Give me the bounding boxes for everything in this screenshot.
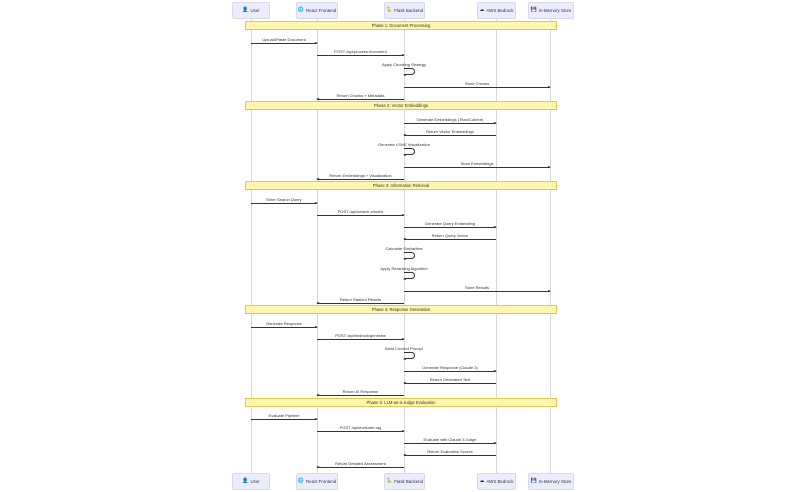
message-label: Return Detailed Assessment: [335, 461, 386, 466]
message-arrow: [404, 442, 497, 444]
phase-note: Phase 3: Information Retrieval: [245, 181, 557, 190]
participant-user-top: 👤User: [232, 2, 270, 19]
message-label: Build Context Prompt: [385, 346, 423, 351]
message-arrow: [404, 226, 497, 228]
message-label: Store Results: [464, 285, 490, 290]
message-arrow: [403, 382, 496, 384]
participant-label: In-Memory Store: [538, 479, 572, 484]
self-message-arrow: [403, 148, 415, 156]
participant-backend-top: 🐍Flask Backend: [384, 2, 425, 19]
message-label: POST /api/evaluate-rag: [339, 425, 382, 430]
message-arrow: [251, 202, 318, 204]
participant-label: Flask Backend: [394, 8, 424, 13]
message-label: Store Embeddings: [460, 161, 494, 166]
message-arrow: [404, 166, 551, 168]
phase-note: Phase 4: Response Generation: [245, 305, 557, 314]
python-icon: 🐍: [385, 478, 393, 484]
participant-store-bottom: 💾In-Memory Store: [528, 473, 574, 490]
cloud-icon: ☁: [479, 478, 485, 484]
message-label: Generate Response (Claude 3): [422, 365, 478, 370]
participant-label: AWS Bedrock: [486, 8, 514, 13]
participant-bedrock-top: ☁AWS Bedrock: [477, 2, 516, 19]
message-arrow: [316, 178, 404, 180]
globe-icon: 🌐: [297, 478, 304, 484]
participant-label: Flask Backend: [394, 479, 424, 484]
message-arrow: [317, 338, 405, 340]
participant-label: In-Memory Store: [538, 8, 572, 13]
message-label: Calculate Similarities: [385, 246, 423, 251]
message-label: POST /api/process-document: [334, 49, 387, 54]
self-message-arrow: [403, 352, 415, 360]
message-label: Apply Chunking Strategy: [381, 62, 427, 67]
message-label: Return Evaluation Scores: [427, 449, 473, 454]
floppy-disk-icon: 💾: [530, 478, 537, 484]
message-label: POST /api/bedrock/generate: [335, 333, 386, 338]
self-message-arrow: [403, 68, 415, 76]
lifeline-frontend: [317, 19, 318, 474]
message-label: Return Query Vector: [431, 233, 469, 238]
message-label: Evaluate with Claude 3 Judge: [423, 437, 477, 442]
participant-store-top: 💾In-Memory Store: [528, 2, 574, 19]
message-label: Return Chunks + Metadata: [336, 93, 385, 98]
message-label: Generate Response: [266, 321, 302, 326]
participant-backend-bottom: 🐍Flask Backend: [384, 473, 425, 490]
participant-label: User: [250, 479, 260, 484]
phase-note: Phase 2: Vector Embeddings: [245, 101, 557, 110]
participant-label: User: [250, 8, 260, 13]
phase-note: Phase 5: LLM-as-a-Judge Evaluation: [245, 398, 557, 407]
message-arrow: [403, 238, 496, 240]
message-arrow: [403, 134, 496, 136]
lifeline-store: [550, 19, 551, 474]
message-label: Upload/Paste Document: [262, 37, 306, 42]
message-arrow: [403, 454, 496, 456]
message-arrow: [317, 214, 405, 216]
lifeline-bedrock: [496, 19, 497, 474]
participant-user-bottom: 👤User: [232, 473, 270, 490]
message-arrow: [404, 370, 497, 372]
participant-bedrock-bottom: ☁AWS Bedrock: [477, 473, 516, 490]
participant-frontend-top: 🌐React Frontend: [296, 2, 338, 19]
message-label: POST /api/search-chunks: [337, 209, 384, 214]
lifeline-user: [251, 19, 252, 474]
person-icon: 👤: [242, 7, 249, 13]
message-arrow: [316, 466, 404, 468]
message-label: Store Chunks: [464, 81, 490, 86]
message-label: Generate Embeddings (Titan/Cohere): [416, 117, 484, 122]
participant-label: React Frontend: [305, 479, 337, 484]
message-arrow: [251, 42, 318, 44]
person-icon: 👤: [242, 478, 249, 484]
globe-icon: 🌐: [297, 7, 304, 13]
message-arrow: [251, 326, 318, 328]
message-label: Return Ranked Results: [339, 297, 382, 302]
cloud-icon: ☁: [479, 7, 485, 13]
message-label: Enter Search Query: [266, 197, 302, 202]
participant-label: React Frontend: [305, 8, 337, 13]
message-arrow: [251, 418, 318, 420]
self-message-arrow: [403, 272, 415, 280]
floppy-disk-icon: 💾: [530, 7, 537, 13]
message-arrow: [317, 54, 405, 56]
message-arrow: [316, 98, 404, 100]
message-label: Generate Query Embedding: [424, 221, 476, 226]
message-label: Return Generated Text: [429, 377, 471, 382]
message-label: Return Vector Embeddings: [426, 129, 474, 134]
message-label: Return Embeddings + Visualization: [329, 173, 392, 178]
message-arrow: [404, 290, 551, 292]
participant-frontend-bottom: 🌐React Frontend: [296, 473, 338, 490]
lifeline-backend: [404, 19, 405, 474]
participant-label: AWS Bedrock: [486, 479, 514, 484]
message-label: Return AI Response: [342, 389, 379, 394]
python-icon: 🐍: [385, 7, 393, 13]
message-arrow: [317, 430, 405, 432]
message-label: Evaluate Pipeline: [268, 413, 300, 418]
phase-note: Phase 1: Document Processing: [245, 21, 557, 30]
self-message-arrow: [403, 252, 415, 260]
message-arrow: [404, 122, 497, 124]
message-label: Apply Reranking Algorithm: [380, 266, 428, 271]
message-arrow: [316, 394, 404, 396]
message-arrow: [316, 302, 404, 304]
message-arrow: [404, 86, 551, 88]
message-label: Generate t-SNE Visualization: [378, 142, 430, 147]
